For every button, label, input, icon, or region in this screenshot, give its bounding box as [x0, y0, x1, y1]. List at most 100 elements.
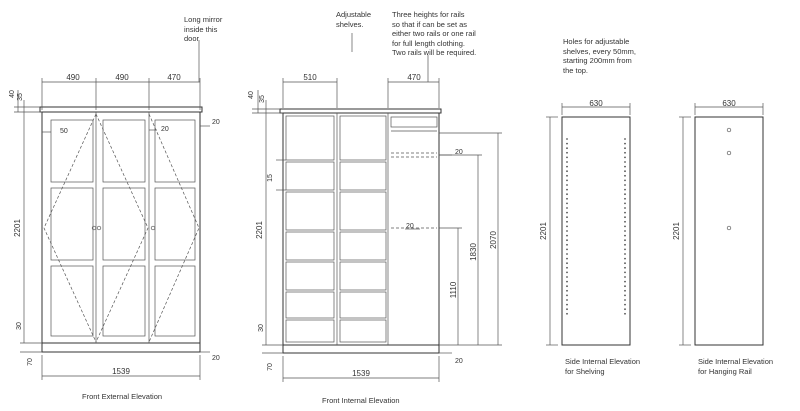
cornice	[279, 108, 442, 114]
shelf-hole	[624, 184, 626, 186]
shelf-hole	[624, 165, 626, 168]
dim-20: 20	[406, 223, 414, 230]
door-swing-right	[148, 113, 200, 343]
shelf-hole	[566, 299, 568, 301]
shelf-hole	[566, 179, 568, 182]
shelf-hole	[566, 225, 568, 228]
shelf-hole	[566, 239, 568, 242]
shelf-hole	[624, 262, 626, 265]
shelf-hole	[566, 253, 568, 255]
shelf-hole	[566, 289, 568, 292]
dim-2201: 2201	[13, 219, 22, 237]
caption-side-shelving: Side Internal Elevation for Shelving	[565, 357, 641, 376]
shelf-hole	[566, 156, 568, 159]
dim-470: 470	[167, 73, 181, 82]
shelf-hole	[566, 193, 568, 196]
rail-fixing-hole	[726, 127, 732, 133]
shelf-hole	[566, 234, 568, 237]
shelf-hole	[624, 239, 626, 242]
caption-front-external-elevation: Front External Elevation	[82, 392, 163, 401]
shelf-hole	[624, 197, 626, 200]
shelf-hole	[624, 276, 626, 278]
shelf-hole	[566, 271, 568, 274]
side-panel	[694, 116, 764, 346]
shelf-hole	[566, 230, 568, 232]
shelves	[285, 115, 387, 343]
shelf-hole	[566, 207, 568, 209]
caption-side-hanging-rail: Side Internal Elevation for Hanging Rail	[698, 357, 774, 376]
carcass-outline	[41, 111, 201, 344]
dim-2201: 2201	[539, 222, 548, 240]
caption-front-internal-elevation: Front Internal Elevation	[322, 396, 400, 405]
rail-fixing-hole	[726, 225, 732, 231]
shelf-hole	[624, 280, 626, 283]
shelf-hole	[566, 312, 568, 315]
shelf-hole	[566, 262, 568, 265]
door-knob	[91, 225, 97, 231]
dim-630: 630	[589, 99, 603, 108]
shelf-hole	[566, 147, 568, 150]
dim-2070: 2070	[489, 231, 498, 249]
shelf-hole	[566, 161, 568, 163]
shelf-hole	[566, 220, 568, 223]
dim-15: 15	[267, 174, 274, 182]
dim-20: 20	[455, 358, 463, 365]
shelf-hole	[624, 161, 626, 163]
shelf-hole	[624, 257, 626, 260]
top-shelf	[390, 116, 438, 128]
shelf-hole	[624, 303, 626, 306]
door-swing-middle	[95, 113, 149, 343]
shelf-hole	[624, 299, 626, 301]
note-holes: Holes for adjustable shelves, every 50mm…	[563, 37, 636, 75]
dim-1110: 1110	[449, 281, 458, 298]
dim-490-middle: 490	[115, 73, 129, 82]
door-knob	[150, 225, 156, 231]
shelf-hole	[624, 170, 626, 173]
shelf-hole	[624, 234, 626, 237]
shelf-hole	[566, 276, 568, 278]
shelf-hole	[566, 257, 568, 260]
shelf-hole-rows	[566, 138, 626, 315]
side-panel	[561, 116, 631, 346]
front-external-elevation: 490 490 470 40 35 2201 30 70 50 20 20 20…	[9, 40, 220, 380]
dim-35: 35	[17, 93, 24, 101]
shelf-hole	[566, 142, 568, 145]
shelf-hole	[624, 202, 626, 205]
shelf-hole	[624, 225, 626, 228]
shelf-hole	[566, 294, 568, 297]
shelf-hole	[566, 303, 568, 306]
shelf-hole	[566, 248, 568, 251]
dim-510: 510	[303, 73, 317, 82]
dim-30: 30	[258, 324, 265, 332]
note-adjustable-shelves: Adjustable shelves.	[336, 10, 372, 29]
shelf-hole	[566, 285, 568, 288]
rail-fixing-hole	[726, 150, 732, 156]
shelf-hole	[624, 294, 626, 297]
dim-20: 20	[212, 119, 220, 126]
shelf-hole	[624, 179, 626, 182]
shelf-hole	[624, 188, 626, 191]
shelf-hole	[624, 138, 626, 140]
dim-70: 70	[27, 358, 34, 366]
shelf-hole	[566, 165, 568, 168]
dim-630: 630	[722, 99, 736, 108]
dim-20: 20	[455, 149, 463, 156]
shelf-hole	[566, 216, 568, 219]
shelf-hole	[624, 230, 626, 232]
shelf-hole	[566, 308, 568, 311]
dim-40: 40	[248, 91, 255, 99]
shelf-hole	[566, 243, 568, 246]
shelf-hole	[624, 142, 626, 145]
shelf-hole	[624, 289, 626, 292]
dim-40: 40	[9, 90, 16, 98]
shelf-hole	[624, 193, 626, 196]
dim-2201: 2201	[255, 221, 264, 239]
dim-1539: 1539	[112, 367, 130, 376]
plinth	[41, 342, 201, 353]
shelf-hole	[624, 211, 626, 214]
side-elevation-shelving: 630 2201	[539, 99, 631, 346]
shelf-hole	[566, 170, 568, 173]
shelf-hole	[624, 253, 626, 255]
shelf-hole	[624, 174, 626, 177]
shelf-hole	[624, 151, 626, 154]
